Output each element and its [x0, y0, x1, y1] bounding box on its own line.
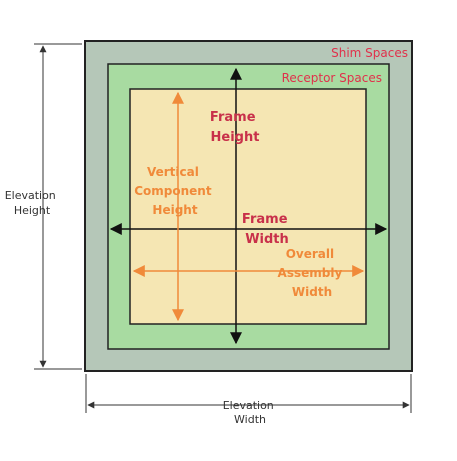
elevation-width-line1: Elevation	[223, 399, 274, 412]
receptor-spaces-label: Receptor Spaces	[282, 71, 382, 85]
component-area	[129, 88, 367, 325]
frame-height-label: Frame Height	[210, 110, 260, 145]
vch-line2: Component	[134, 184, 212, 198]
shim-spaces-label: Shim Spaces	[331, 46, 408, 60]
overall-assembly-width-label: Overall Assembly Width	[278, 247, 347, 299]
vertical-component-height-label: Vertical Component Height	[134, 165, 216, 217]
frame-height-line2: Height	[211, 130, 260, 145]
frame-height-line1: Frame	[210, 110, 256, 125]
elevation-height-line1: Elevation	[5, 189, 56, 202]
elevation-height-line2: Height	[14, 204, 51, 217]
elevation-height-label: Elevation Height	[5, 189, 60, 217]
oaw-line3: Width	[292, 285, 332, 299]
oaw-line1: Overall	[286, 247, 334, 261]
frame-width-label: Frame Width	[242, 212, 292, 247]
frame-width-line2: Width	[245, 232, 289, 247]
vch-line1: Vertical	[147, 165, 199, 179]
frame-width-line1: Frame	[242, 212, 288, 227]
oaw-line2: Assembly	[278, 266, 343, 280]
elevation-width-line2: Width	[234, 413, 266, 426]
elevation-width-label: Elevation Width	[223, 399, 278, 426]
vch-line3: Height	[152, 203, 197, 217]
